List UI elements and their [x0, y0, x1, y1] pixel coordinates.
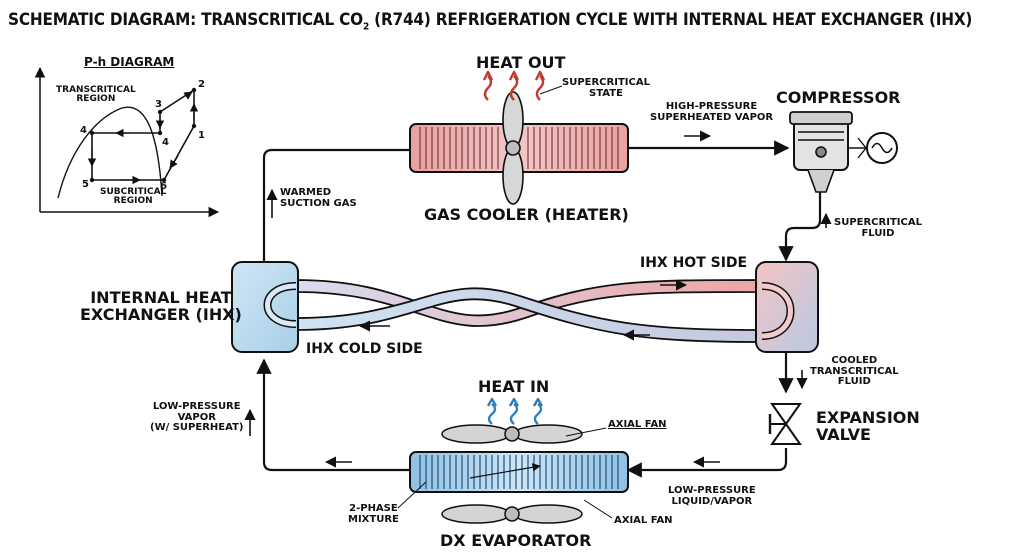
ihx-cold-side-label: IHX COLD SIDE	[306, 341, 423, 357]
axial-fan-top-label: AXIAL FAN	[608, 419, 667, 430]
ph-diagram-title: P-h DIAGRAM	[84, 55, 175, 69]
heat-in-arrows-icon	[486, 397, 544, 425]
ihx-unit	[231, 261, 819, 353]
heat-in-label: HEAT IN	[478, 377, 550, 396]
pipe-suction-to-gascooler	[262, 148, 410, 265]
top-axial-fan-icon	[441, 424, 583, 444]
heat-out-label: HEAT OUT	[476, 53, 566, 72]
ph-point-5: 5	[82, 179, 89, 190]
flow-arrows	[244, 130, 832, 468]
ph-point-1: 1	[198, 130, 205, 141]
axial-fan-bottom-label: AXIAL FAN	[614, 515, 673, 526]
gas-cooler-fins	[419, 127, 619, 169]
page-title: SCHEMATIC DIAGRAM: TRANSCRITICAL CO2 (R7…	[8, 10, 973, 33]
pipe-evaporator-to-ihx	[256, 358, 410, 472]
compressor-label: COMPRESSOR	[776, 88, 901, 107]
ph-point-3: 3	[155, 99, 162, 110]
compressor-icon	[789, 111, 898, 193]
ph-dome	[57, 106, 163, 199]
evaporator	[397, 397, 629, 524]
pipe-valve-to-evaporator	[626, 448, 788, 478]
ph-point-2: 2	[198, 79, 205, 90]
bottom-axial-fan-icon	[441, 504, 583, 524]
gas-cooler	[409, 70, 629, 205]
ph-point-6: 6	[160, 181, 167, 192]
ph-point-4-left: 4	[80, 125, 87, 136]
expansion-valve-icon	[768, 403, 802, 445]
ph-point-4-right: 4	[162, 137, 169, 148]
gas-cooler-label: GAS COOLER (HEATER)	[424, 205, 629, 224]
heat-out-arrows-icon	[482, 70, 546, 101]
evaporator-fins	[419, 455, 619, 489]
pipe-compressor-to-ihx	[778, 172, 822, 262]
gas-cooler-fan-icon	[502, 91, 524, 205]
evaporator-label: DX EVAPORATOR	[440, 531, 592, 550]
ihx-hot-side-label: IHX HOT SIDE	[640, 255, 748, 271]
ph-inset	[34, 66, 220, 218]
evaporator-body	[409, 451, 629, 493]
piping	[256, 140, 822, 478]
